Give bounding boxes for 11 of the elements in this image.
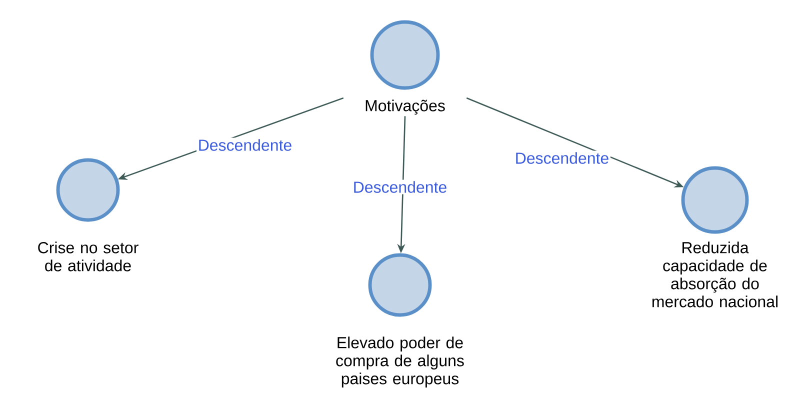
node-label: Elevado poder de compra de alguns paises europeus — [336, 336, 464, 388]
node-label: Reduzida capacidade de absorção do mercado nacional — [652, 242, 778, 308]
node-label: Crise no setor de atividade — [38, 242, 138, 272]
edge-label: Descendente — [352, 180, 448, 194]
node-label: Motivações — [366, 100, 445, 115]
edge-label: Descendente — [196, 138, 294, 152]
circle-node: Elevado poder de compra de alguns paises europeus — [336, 253, 464, 388]
circle-node: Motivações — [366, 20, 445, 115]
edge-label: Descendente — [514, 150, 610, 166]
circle-node: Crise no setor de atividade — [38, 158, 138, 272]
circle-node: Reduzida capacidade de absorção do mercado nacional — [652, 166, 778, 308]
